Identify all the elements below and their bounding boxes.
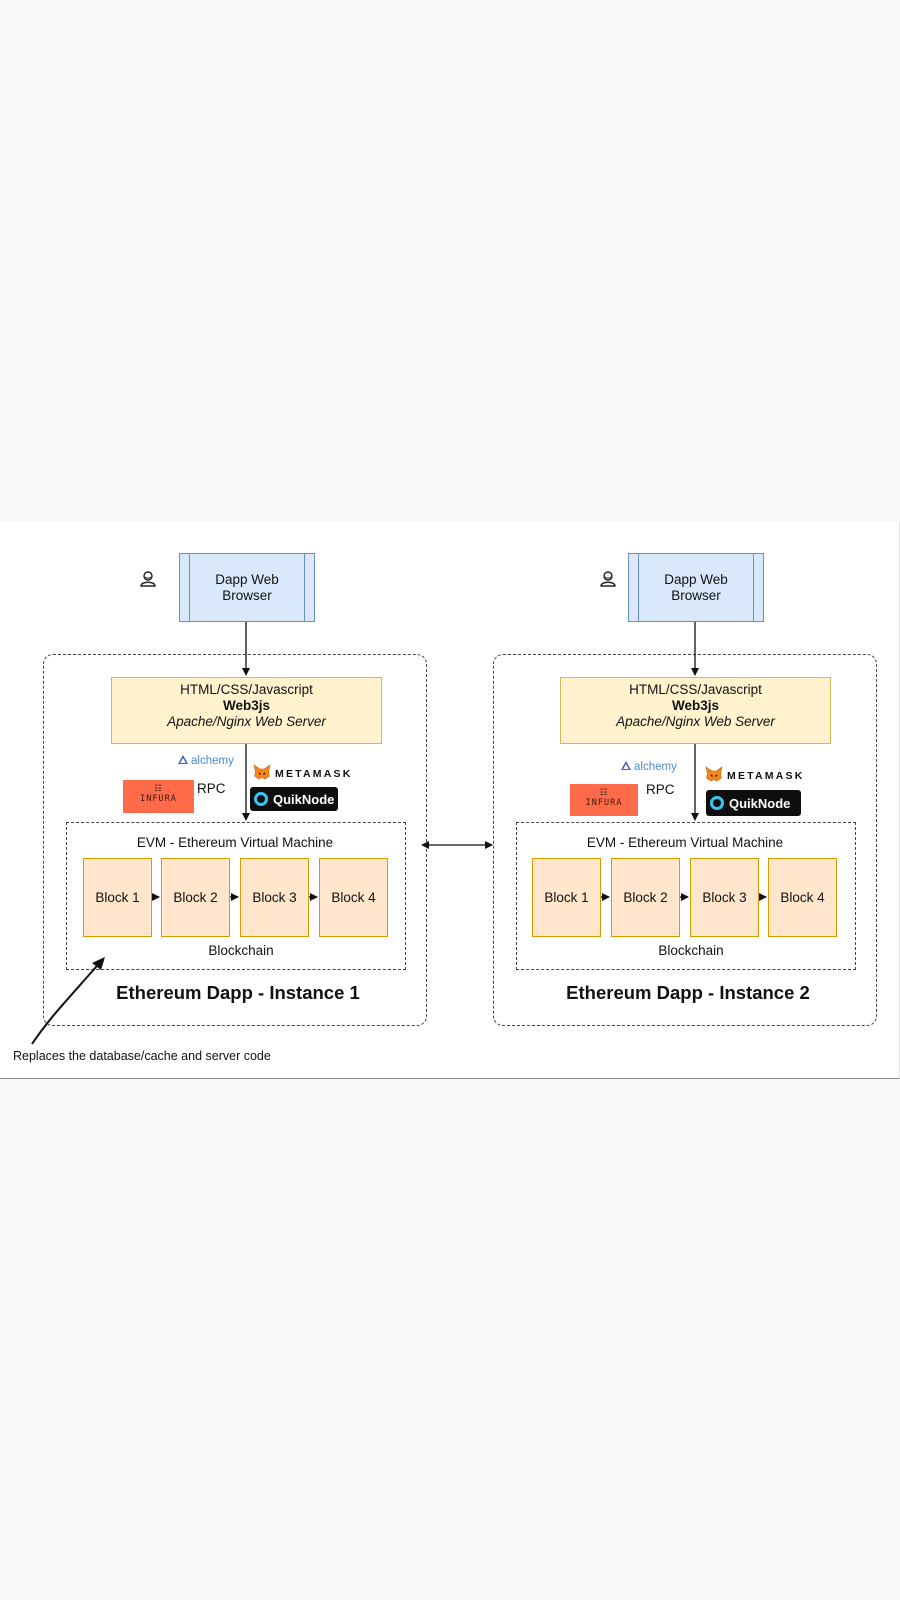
block-2: Block 2 — [611, 858, 680, 937]
alchemy-icon — [620, 760, 632, 774]
instance-frame-2 — [493, 654, 877, 1026]
block-4: Block 4 — [768, 858, 837, 937]
web-server-2: HTML/CSS/Javascript Web3js Apache/Nginx … — [560, 677, 831, 744]
alchemy-logo: alchemy — [620, 760, 677, 774]
connector-layer — [31, 622, 767, 1045]
instance-title-2: Ethereum Dapp - Instance 2 — [566, 982, 810, 1003]
block-1: Block 1 — [83, 858, 152, 937]
evm-label: EVM - Ethereum Virtual Machine — [136, 835, 334, 850]
block-1: Block 1 — [532, 858, 601, 937]
rpc-label: RPC — [646, 782, 675, 797]
block-4: Block 4 — [319, 858, 388, 937]
rpc-label: RPC — [197, 781, 226, 796]
metamask-logo: METAMASK — [253, 764, 352, 783]
annotation-arrow — [31, 958, 104, 1045]
quiknode-icon — [254, 792, 268, 806]
server-line-apache: Apache/Nginx Web Server — [167, 714, 326, 729]
evm-frame-2 — [516, 822, 856, 970]
blockchain-label: Blockchain — [208, 943, 274, 958]
annotation-text: Replaces the database/cache and server c… — [13, 1049, 271, 1063]
user-icon — [599, 570, 617, 593]
fox-icon — [253, 764, 271, 783]
server-line-web3js: Web3js — [222, 698, 271, 713]
alchemy-icon — [177, 754, 189, 768]
web-server-1: HTML/CSS/Javascript Web3js Apache/Nginx … — [111, 677, 382, 744]
annotation-arrow-head — [92, 957, 105, 970]
evm-label: EVM - Ethereum Virtual Machine — [586, 835, 784, 850]
server-line-html: HTML/CSS/Javascript — [629, 682, 762, 697]
dapp-web-browser-1: Dapp Web Browser — [179, 553, 315, 622]
server-line-apache: Apache/Nginx Web Server — [616, 714, 775, 729]
dapp-web-browser-2: Dapp Web Browser — [628, 553, 764, 622]
infura-logo: ☷ INFURA — [570, 784, 638, 816]
browser-label: Dapp Web Browser — [664, 571, 728, 603]
server-line-web3js: Web3js — [671, 698, 720, 713]
infura-logo: ☷ INFURA — [123, 780, 194, 813]
server-line-html: HTML/CSS/Javascript — [180, 682, 313, 697]
instance-frame-1 — [43, 654, 427, 1026]
block-3: Block 3 — [240, 858, 309, 937]
user-icon — [139, 570, 157, 593]
diagram-panel: Dapp Web Browser HTML/CSS/Javascript Web… — [0, 522, 900, 1079]
infura-icon: ☷ — [599, 788, 609, 798]
metamask-logo: METAMASK — [705, 766, 804, 785]
block-2: Block 2 — [161, 858, 230, 937]
block-3: Block 3 — [690, 858, 759, 937]
quiknode-logo: QuikNode — [250, 787, 338, 811]
fox-icon — [705, 766, 723, 785]
alchemy-logo: alchemy — [177, 754, 234, 768]
browser-label: Dapp Web Browser — [215, 571, 279, 603]
quiknode-logo: QuikNode — [706, 790, 801, 816]
blockchain-label: Blockchain — [658, 943, 724, 958]
evm-frame-1 — [66, 822, 406, 970]
quiknode-icon — [710, 796, 724, 810]
instance-title-1: Ethereum Dapp - Instance 1 — [116, 982, 360, 1003]
infura-icon: ☷ — [154, 784, 163, 794]
